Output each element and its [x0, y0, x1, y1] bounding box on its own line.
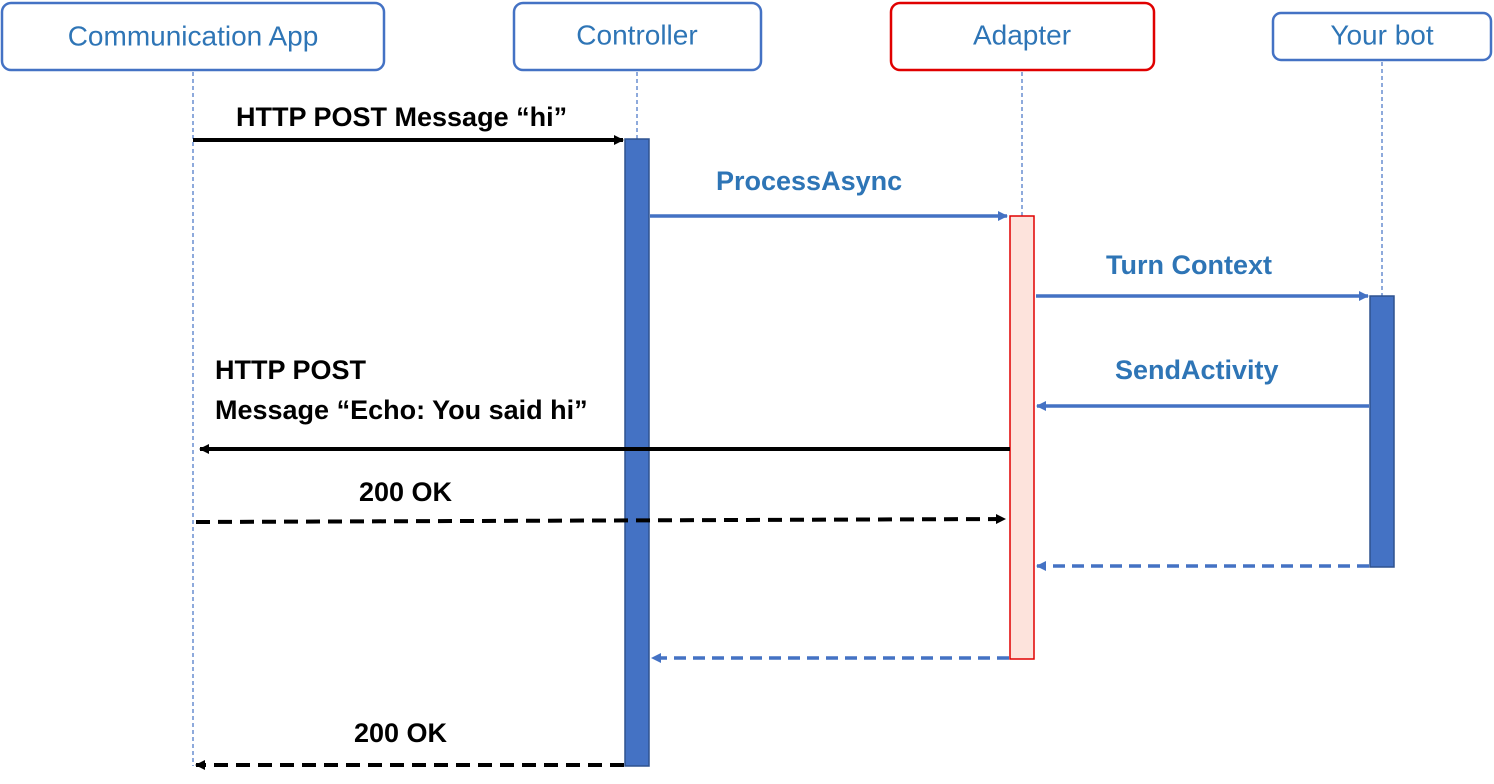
label-ok-to-app: 200 OK — [354, 718, 448, 748]
activation-bar-your-bot — [1369, 295, 1395, 568]
participant-your-bot: Your bot — [1271, 11, 1493, 62]
activation-bar-adapter — [1009, 215, 1035, 660]
label-http-post-echo-line2: Message “Echo: You said hi” — [215, 395, 588, 425]
participant-your-bot-label: Your bot — [1330, 19, 1433, 50]
label-process-async: ProcessAsync — [716, 166, 902, 196]
participant-adapter: Adapter — [889, 1, 1156, 72]
participant-communication-app-label: Communication App — [68, 20, 319, 51]
participant-adapter-label: Adapter — [973, 19, 1071, 50]
arrow-ok-to-adapter — [195, 514, 1006, 525]
activation-bar-controller — [624, 138, 650, 767]
participant-controller: Controller — [512, 1, 763, 72]
participant-controller-label: Controller — [576, 19, 697, 50]
label-ok-to-adapter: 200 OK — [359, 477, 453, 507]
label-turn-context: Turn Context — [1106, 250, 1272, 280]
participant-communication-app: Communication App — [0, 1, 386, 72]
label-http-post-echo-line1: HTTP POST — [215, 355, 367, 385]
label-http-post-hi: HTTP POST Message “hi” — [236, 102, 567, 132]
label-send-activity: SendActivity — [1115, 355, 1279, 385]
